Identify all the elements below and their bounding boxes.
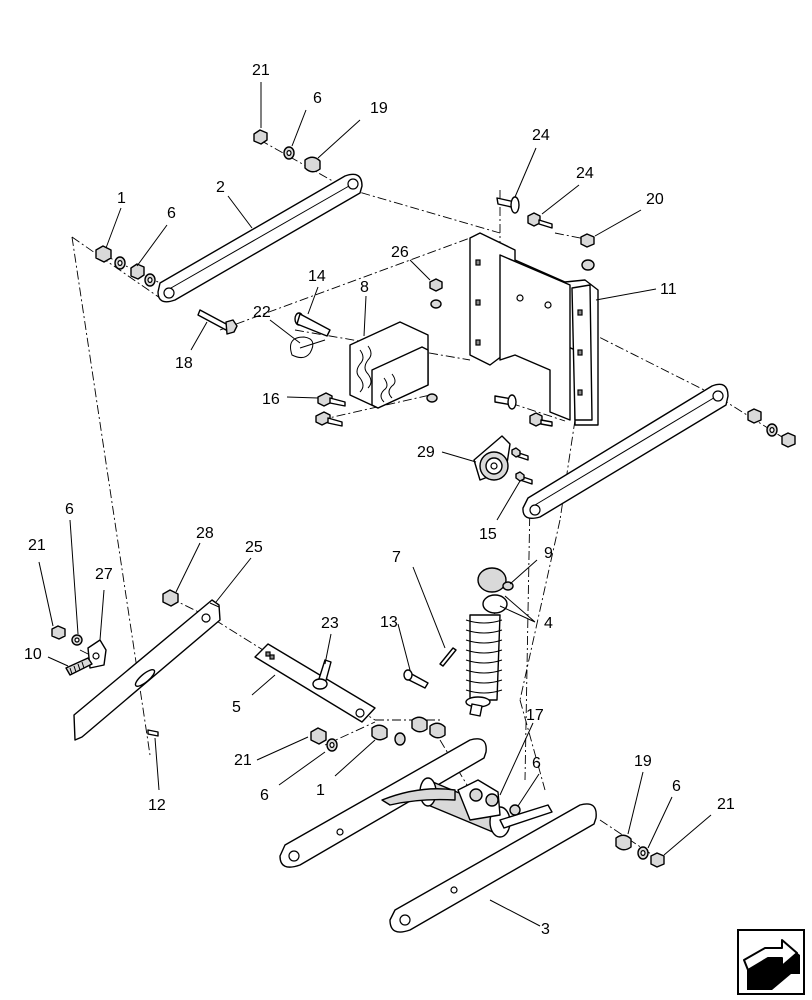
mounting-plate-11: [469, 232, 599, 426]
callout-15: 15: [479, 526, 497, 543]
callout-27: 27: [95, 566, 113, 583]
clip-22: [290, 336, 326, 359]
lower-frame-3: [279, 738, 597, 933]
callout-23: 23: [321, 615, 339, 632]
callout-22: 22: [253, 304, 271, 321]
left-lower-fasteners: [51, 625, 107, 676]
gear-29: [473, 435, 533, 485]
alignment-lines: [71, 139, 791, 861]
callout-6-top: 6: [313, 90, 322, 107]
nut-26: [429, 278, 443, 309]
callout-24-b: 24: [576, 165, 594, 182]
callout-21-lower: 21: [717, 796, 735, 813]
link-arm-upper: [157, 173, 363, 303]
callout-19-top: 19: [370, 100, 388, 117]
nut-28: [162, 589, 179, 607]
callout-5: 5: [232, 699, 241, 716]
callout-8: 8: [360, 279, 369, 296]
callout-6-center: 6: [260, 787, 269, 804]
lower-right-fasteners: [615, 834, 665, 868]
callout-6-lowerright: 6: [672, 778, 681, 795]
callout-3: 3: [541, 921, 550, 938]
callout-2: 2: [216, 179, 225, 196]
nuts-20: [580, 233, 595, 271]
callout-21-left: 21: [28, 537, 46, 554]
bolt-13: [403, 669, 429, 689]
plate-5: [254, 643, 376, 723]
next-page-arrow-icon[interactable]: [737, 929, 805, 995]
callout-28: 28: [196, 525, 214, 542]
pin-12: [147, 729, 159, 737]
callout-18: 18: [175, 355, 193, 372]
center-lower-fasteners: [310, 716, 446, 752]
callout-26: 26: [391, 244, 409, 261]
callout-29: 29: [417, 444, 435, 461]
link-arm-right: [522, 383, 796, 520]
callout-19-lower: 19: [634, 753, 652, 770]
callout-6-lowerleft: 6: [65, 501, 74, 518]
callout-labels: 21 6 19 1 2 6 24 24 20 26 14 8 11 22 18 …: [24, 62, 735, 938]
callout-4: 4: [544, 615, 553, 632]
callout-20: 20: [646, 191, 664, 208]
pin-14: [294, 312, 331, 337]
callout-13: 13: [380, 614, 398, 631]
spring-strut-4: [465, 567, 514, 717]
callout-21-center: 21: [234, 752, 252, 769]
callout-6-frame: 6: [532, 755, 541, 772]
callout-6-left: 6: [167, 205, 176, 222]
bolts-16: [315, 392, 438, 427]
callout-17: 17: [526, 707, 544, 724]
callout-14: 14: [308, 268, 326, 285]
callout-11: 11: [660, 281, 677, 298]
callout-16: 16: [262, 391, 280, 408]
callout-1-center: 1: [316, 782, 325, 799]
callout-9: 9: [544, 545, 553, 562]
callout-21-top: 21: [252, 62, 270, 79]
bolts-24: [496, 196, 553, 229]
callout-24-a: 24: [532, 127, 550, 144]
spring-bracket-8: [349, 321, 429, 409]
pin-7: [439, 647, 457, 667]
callout-7: 7: [392, 549, 401, 566]
flat-bar-25: [73, 599, 221, 741]
top-fastener-stack: [253, 129, 321, 173]
bolt-18: [197, 309, 238, 335]
callout-25: 25: [245, 539, 263, 556]
leader-lines: [38, 82, 712, 927]
callout-10: 10: [24, 646, 42, 663]
left-fastener-stack: [95, 245, 156, 287]
plate-bolts: [494, 394, 553, 427]
callout-12: 12: [148, 797, 166, 814]
callout-1-left: 1: [117, 190, 126, 207]
